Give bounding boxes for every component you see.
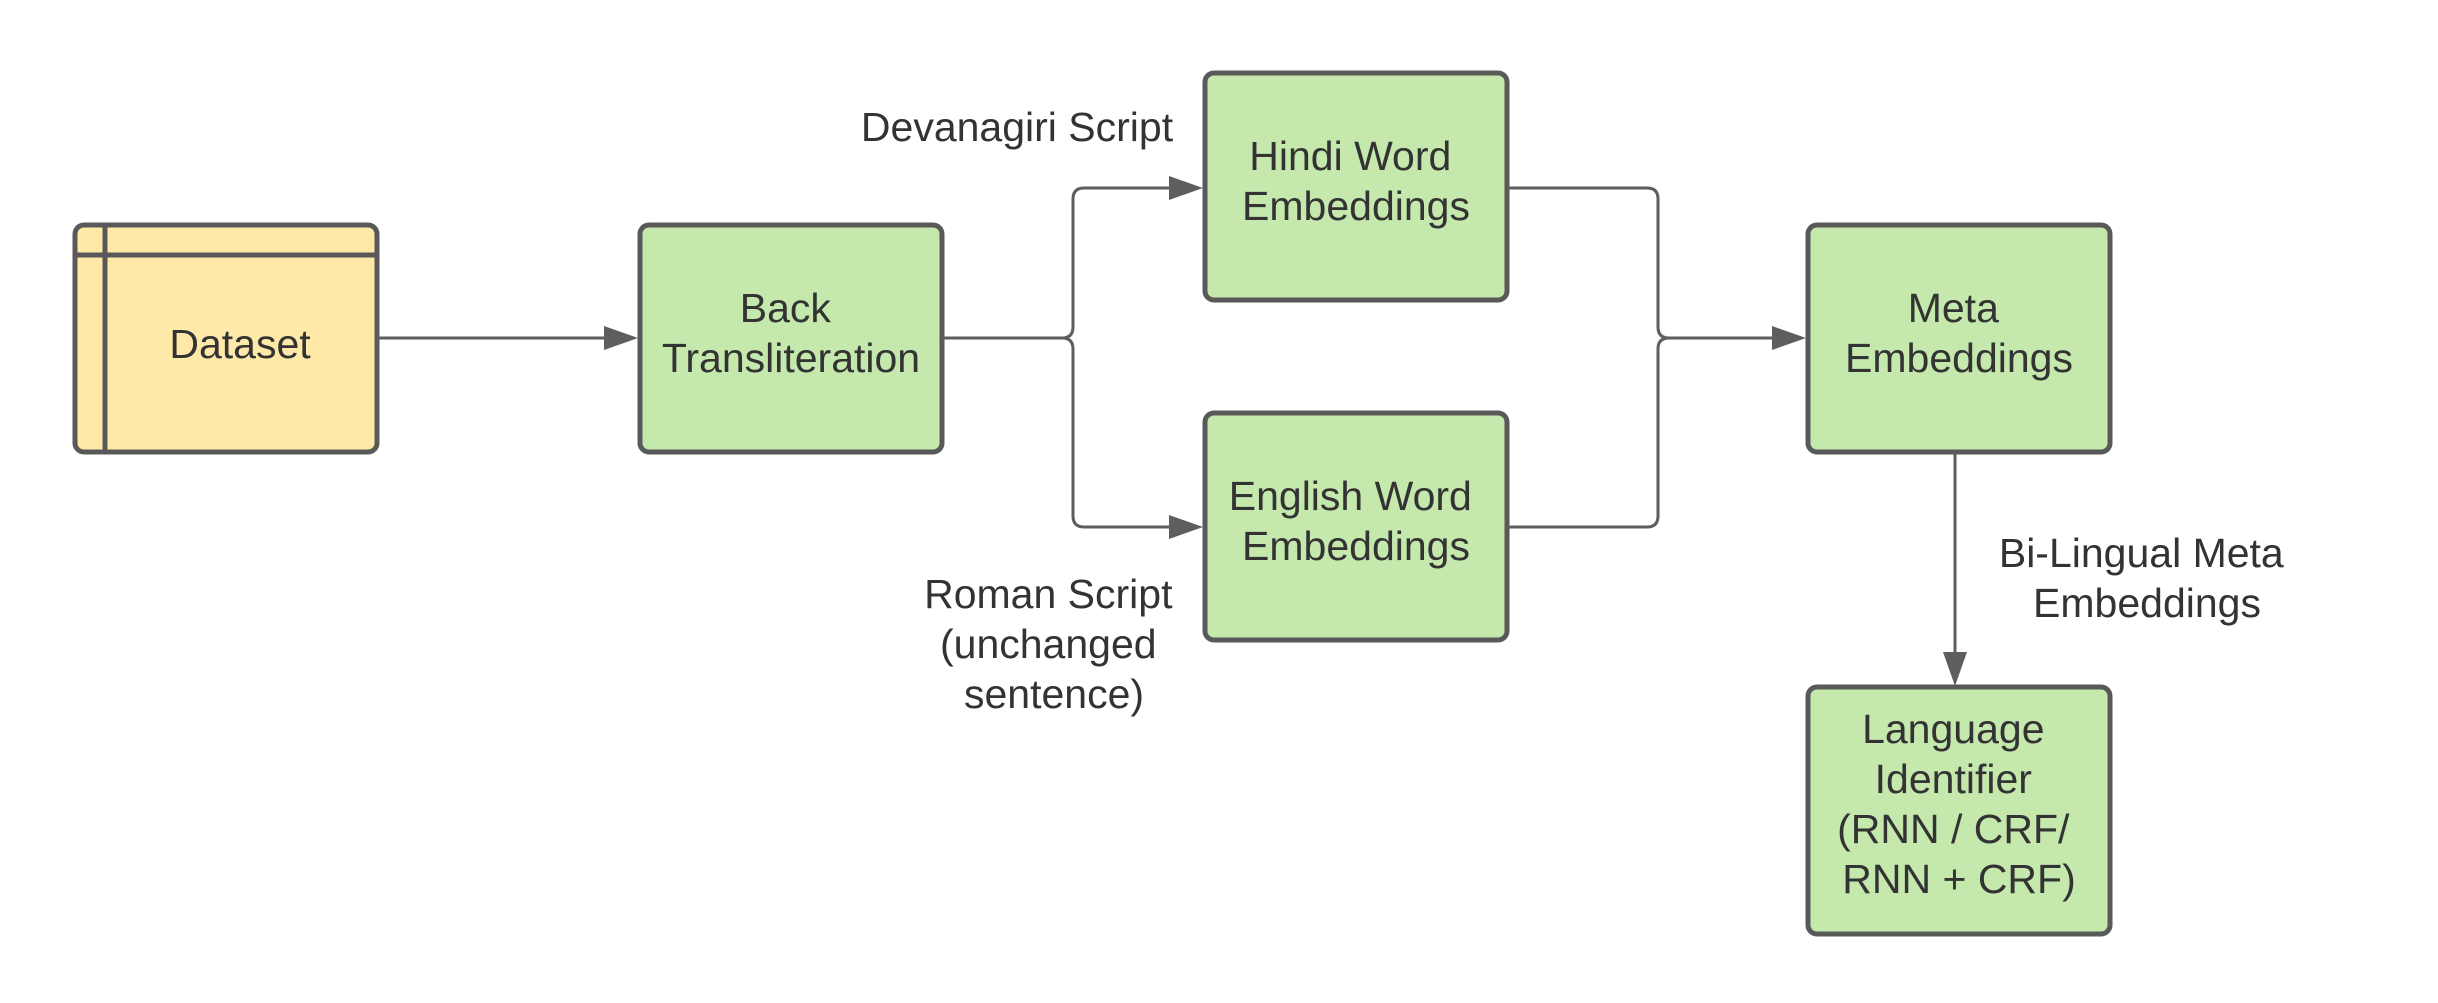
arrowhead — [1772, 326, 1806, 350]
english-embeddings-label: English Word Embeddings — [1229, 473, 1483, 569]
edge-dataset-to-back-transliteration — [377, 326, 638, 350]
connector-line — [1507, 186, 1780, 340]
back-transliteration-label: Back Transliteration — [662, 285, 920, 381]
language-identifier-label: Language Identifier (RNN / CRF/ RNN + CR… — [1837, 706, 2081, 902]
back-transliteration-line: Back — [740, 285, 832, 331]
meta-embeddings-box — [1805, 222, 2113, 455]
edge-label-line: Devanagiri Script — [861, 104, 1174, 150]
language-identifier-line: Language — [1862, 706, 2044, 752]
edge-label-line: Embeddings — [2033, 580, 2261, 626]
arrowhead — [1169, 176, 1203, 200]
english-embeddings-line: Embeddings — [1242, 523, 1470, 569]
language-identifier-line: (RNN / CRF/ — [1837, 806, 2070, 852]
connector-line — [1061, 336, 1177, 529]
meta-embeddings-node[interactable]: Meta Embeddings — [1805, 222, 2113, 455]
arrowhead — [1943, 652, 1967, 686]
edge-label-line: Roman Script — [924, 571, 1173, 617]
edge-label-line: sentence) — [964, 671, 1144, 717]
meta-embeddings-line: Meta — [1908, 285, 1999, 331]
roman-script-label: Roman Script (unchanged sentence) — [924, 571, 1184, 717]
edge-back-transliteration-to-english — [1061, 336, 1203, 539]
arrowhead — [1169, 515, 1203, 539]
devanagiri-script-label: Devanagiri Script — [861, 104, 1174, 150]
connector-line — [942, 186, 1177, 340]
hindi-embeddings-label: Hindi Word Embeddings — [1242, 133, 1470, 229]
language-identifier-line: RNN + CRF) — [1842, 856, 2075, 902]
english-embeddings-node[interactable]: English Word Embeddings — [1202, 410, 1510, 643]
edge-meta-to-language-identifier — [1943, 452, 1967, 686]
edge-english-to-meta — [1507, 336, 1670, 529]
hindi-embeddings-line: Embeddings — [1242, 183, 1470, 229]
edge-back-transliteration-to-hindi — [942, 176, 1203, 340]
edge-hindi-to-meta — [1507, 186, 1806, 350]
dataset-node[interactable]: Dataset — [72, 222, 380, 455]
edge-label-line: Bi-Lingual Meta — [1999, 530, 2284, 576]
hindi-embeddings-node[interactable]: Hindi Word Embeddings — [1202, 70, 1510, 303]
english-embeddings-line: English Word — [1229, 473, 1472, 519]
dataset-label: Dataset — [169, 321, 311, 367]
language-identifier-node[interactable]: Language Identifier (RNN / CRF/ RNN + CR… — [1805, 684, 2113, 937]
bilingual-meta-embeddings-label: Bi-Lingual Meta Embeddings — [1999, 530, 2295, 626]
meta-embeddings-label: Meta Embeddings — [1845, 285, 2073, 381]
back-transliteration-node[interactable]: Back Transliteration — [637, 222, 945, 455]
edge-label-line: (unchanged — [940, 621, 1157, 667]
arrowhead — [604, 326, 638, 350]
back-transliteration-line: Transliteration — [662, 335, 920, 381]
connector-line — [1507, 336, 1670, 529]
language-identifier-line: Identifier — [1875, 756, 2032, 802]
meta-embeddings-line: Embeddings — [1845, 335, 2073, 381]
language-identifier-box — [1805, 684, 2113, 937]
hindi-embeddings-line: Hindi Word — [1249, 133, 1451, 179]
